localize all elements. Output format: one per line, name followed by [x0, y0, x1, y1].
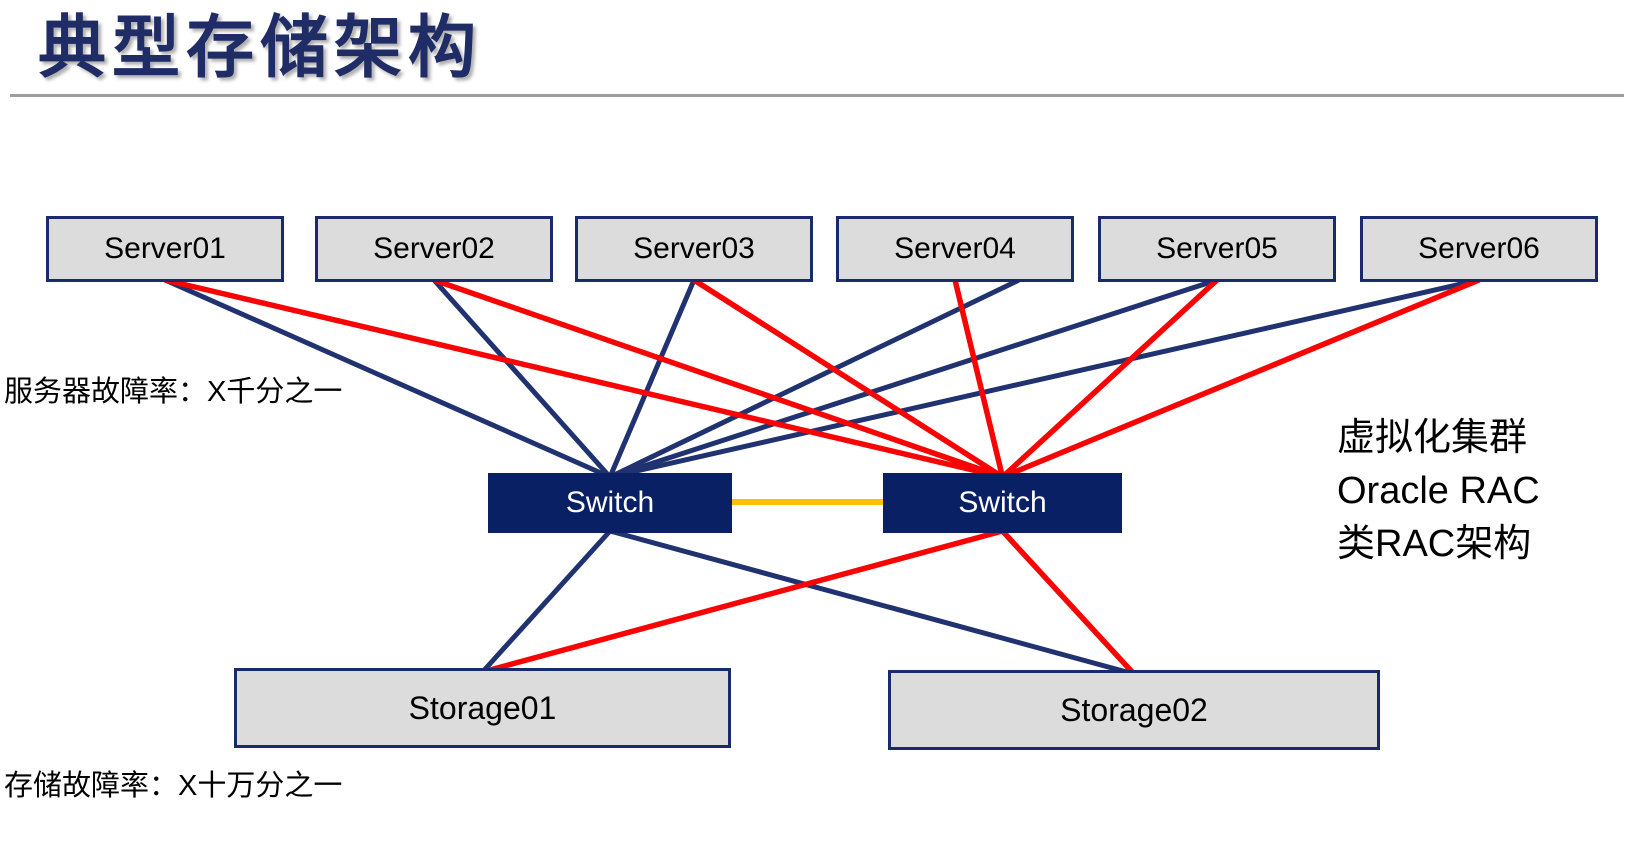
connection-server2-to-switchB	[433, 277, 1004, 480]
server-node-4: Server04	[836, 216, 1074, 282]
server-node-2-label: Server02	[373, 232, 495, 265]
switch-node-right: Switch	[883, 473, 1122, 533]
connection-server6-to-switchA	[609, 277, 1480, 480]
connection-server4-to-switchB	[952, 279, 1006, 478]
switch-node-right-label: Switch	[958, 486, 1047, 519]
connection-server6-to-switchB	[1001, 277, 1481, 480]
storage-node-2-label: Storage02	[1060, 691, 1208, 728]
server-node-1-label: Server01	[104, 232, 226, 265]
storage-node-2: Storage02	[888, 670, 1380, 750]
connection-server1-to-switchB	[164, 277, 1004, 480]
server-node-6-label: Server06	[1418, 232, 1540, 265]
connection-server4-to-switchA	[608, 277, 1021, 480]
server-node-2: Server02	[315, 216, 553, 282]
server-node-3: Server03	[575, 216, 813, 282]
connection-server3-to-switchB	[692, 277, 1004, 480]
annotation-line-1: 虚拟化集群	[1337, 417, 1528, 459]
connection-server5-to-switchB	[1000, 277, 1219, 480]
server-node-6: Server06	[1360, 216, 1598, 282]
storage-failure-rate-label: 存储故障率：X十万分之一	[4, 770, 343, 802]
cluster-annotation: 虚拟化集群 Oracle RAC 类RAC架构	[1337, 412, 1540, 571]
server-node-1: Server01	[46, 216, 284, 282]
switch-node-left: Switch	[488, 473, 732, 533]
server-node-3-label: Server03	[633, 232, 755, 265]
connection-server5-to-switchA	[609, 277, 1218, 480]
annotation-line-3: 类RAC架构	[1337, 523, 1532, 565]
connection-switchA-to-storage1	[480, 529, 612, 674]
connection-server1-to-switchA	[163, 277, 612, 480]
connection-server3-to-switchA	[607, 279, 697, 478]
storage-node-1: Storage01	[234, 668, 731, 748]
server-node-5: Server05	[1098, 216, 1336, 282]
switch-node-left-label: Switch	[565, 486, 655, 519]
page-title: 典型存储架构	[38, 10, 483, 86]
annotation-line-2: Oracle RAC	[1337, 470, 1540, 512]
connection-server2-to-switchA	[432, 278, 612, 479]
storage-node-1-label: Storage01	[408, 689, 557, 726]
server-node-5-label: Server05	[1156, 232, 1278, 265]
title-divider	[10, 94, 1624, 97]
connection-switchA-to-storage2	[609, 528, 1135, 677]
server-node-4-label: Server04	[894, 232, 1016, 265]
server-failure-rate-label: 服务器故障率：X千分之一	[4, 376, 343, 408]
connection-switchB-to-storage1	[481, 528, 1004, 675]
connection-switchB-to-storage2	[1000, 529, 1137, 676]
